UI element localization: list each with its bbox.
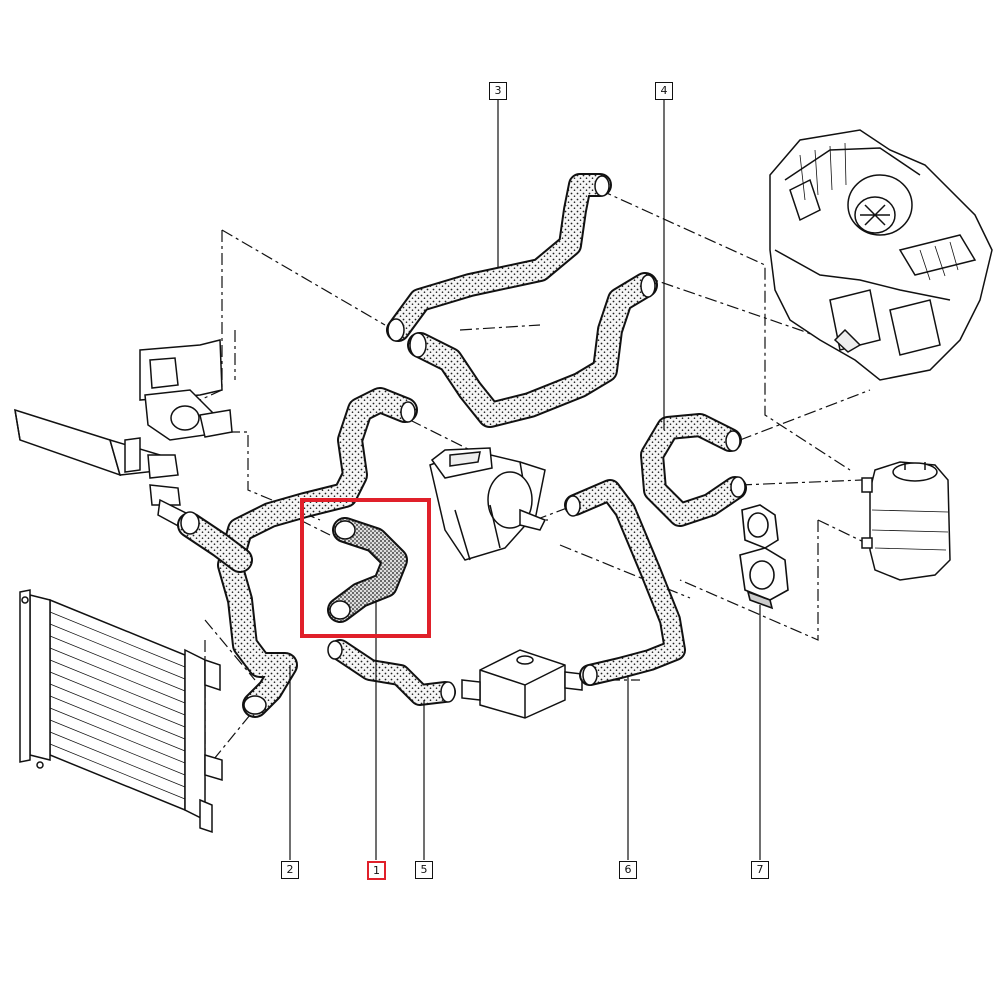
hoses [177, 173, 747, 718]
water-pump-thermostat-icon [14, 339, 233, 537]
engine-block-fitting [429, 447, 547, 561]
callout-2: 2 [281, 861, 299, 879]
bleed-box-fitting [461, 649, 583, 719]
callout-7: 7 [751, 861, 769, 879]
callout-1: 1 [367, 861, 386, 880]
heater-core-housing-icon [769, 129, 993, 381]
callout-6: 6 [619, 861, 637, 879]
hose-clip-icon [739, 504, 789, 610]
hose-ends [180, 175, 746, 715]
part-1-highlight [300, 498, 431, 638]
leader-lines [289, 100, 761, 860]
callout-3: 3 [489, 82, 507, 100]
expansion-tank-icon [861, 461, 951, 581]
callout-5: 5 [415, 861, 433, 879]
radiator-icon [19, 589, 223, 834]
callout-4: 4 [655, 82, 673, 100]
